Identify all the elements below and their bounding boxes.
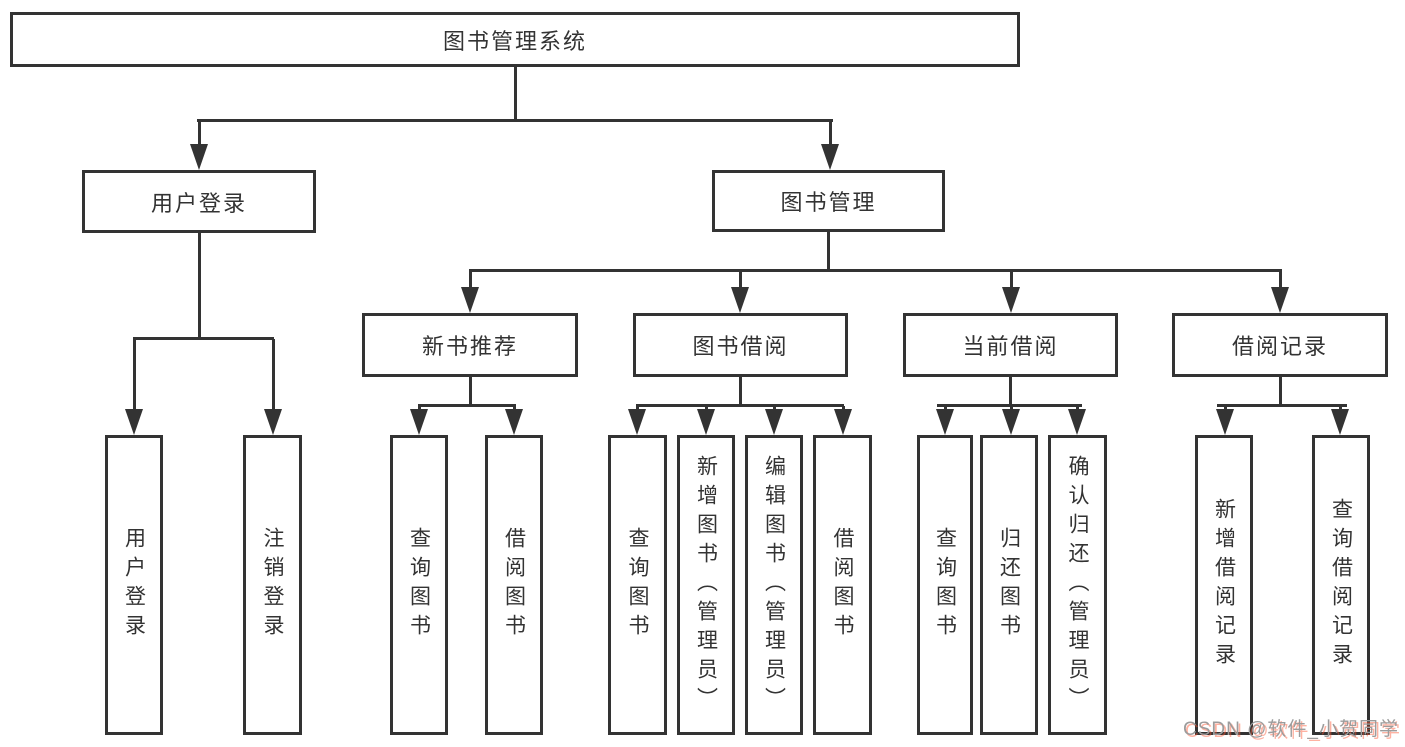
leaf-user-login: 用户登录 (105, 435, 163, 735)
connector-recommendation-branch (418, 404, 516, 407)
arrow-leaf-icon (1215, 406, 1235, 435)
arrow-to-leaf-logout-icon (263, 339, 283, 435)
arrow-leaf-icon (504, 406, 524, 435)
arrow-to-new-book-recommendation-icon (460, 272, 480, 313)
node-new-book-recommendation: 新书推荐 (362, 313, 578, 377)
leaf-borrow-books: 借阅图书 (813, 435, 872, 735)
connector-borrowing-branch (636, 404, 844, 407)
leaf-add-books-admin: 新增图书（管理员） (677, 435, 735, 735)
connector-records-branch (1217, 404, 1347, 407)
arrow-leaf-icon (1067, 406, 1087, 435)
arrow-to-current-borrowing-icon (1001, 272, 1021, 313)
leaf-confirm-return-admin: 确认归还（管理员） (1048, 435, 1107, 735)
arrow-leaf-icon (1330, 406, 1350, 435)
leaf-edit-books-admin: 编辑图书（管理员） (745, 435, 803, 735)
arrow-leaf-icon (833, 406, 853, 435)
leaf-logout: 注销登录 (243, 435, 302, 735)
connector-borrowing-stem (739, 376, 742, 407)
node-book-borrowing: 图书借阅 (633, 313, 848, 377)
connector-book-management-stem (827, 231, 830, 272)
node-user-login: 用户登录 (82, 170, 316, 233)
leaf-add-borrow-record: 新增借阅记录 (1195, 435, 1253, 735)
connector-current-branch (937, 404, 1082, 407)
arrow-leaf-icon (764, 406, 784, 435)
leaf-query-borrow-record: 查询借阅记录 (1312, 435, 1370, 735)
connector-root-branch (197, 119, 833, 122)
arrow-leaf-icon (935, 406, 955, 435)
csdn-watermark: CSDN @软件_小贺同学 (1183, 719, 1399, 740)
arrow-to-book-management-icon (820, 120, 840, 170)
leaf-query-books-current: 查询图书 (917, 435, 973, 735)
node-borrowing-records: 借阅记录 (1172, 313, 1388, 377)
connector-user-login-branch (133, 337, 274, 340)
node-root: 图书管理系统 (10, 12, 1020, 67)
connector-user-login-stem (198, 233, 201, 338)
arrow-to-leaf-user-login-icon (124, 339, 144, 435)
leaf-query-books-recommend: 查询图书 (390, 435, 448, 735)
connector-recommendation-stem (469, 376, 472, 407)
leaf-return-books: 归还图书 (980, 435, 1038, 735)
connector-book-management-branch (469, 269, 1282, 272)
arrow-leaf-icon (1001, 406, 1021, 435)
leaf-borrow-books-recommend: 借阅图书 (485, 435, 543, 735)
node-book-management: 图书管理 (712, 170, 945, 232)
arrow-to-borrowing-records-icon (1270, 272, 1290, 313)
connector-root-stem (514, 67, 517, 119)
connector-records-stem (1279, 376, 1282, 407)
connector-current-stem (1009, 376, 1012, 407)
node-current-borrowing: 当前借阅 (903, 313, 1118, 377)
leaf-query-books-borrowing: 查询图书 (608, 435, 667, 735)
arrow-to-book-borrowing-icon (730, 272, 750, 313)
arrow-leaf-icon (696, 406, 716, 435)
arrow-leaf-icon (409, 406, 429, 435)
arrow-leaf-icon (627, 406, 647, 435)
arrow-to-user-login-icon (189, 120, 209, 170)
